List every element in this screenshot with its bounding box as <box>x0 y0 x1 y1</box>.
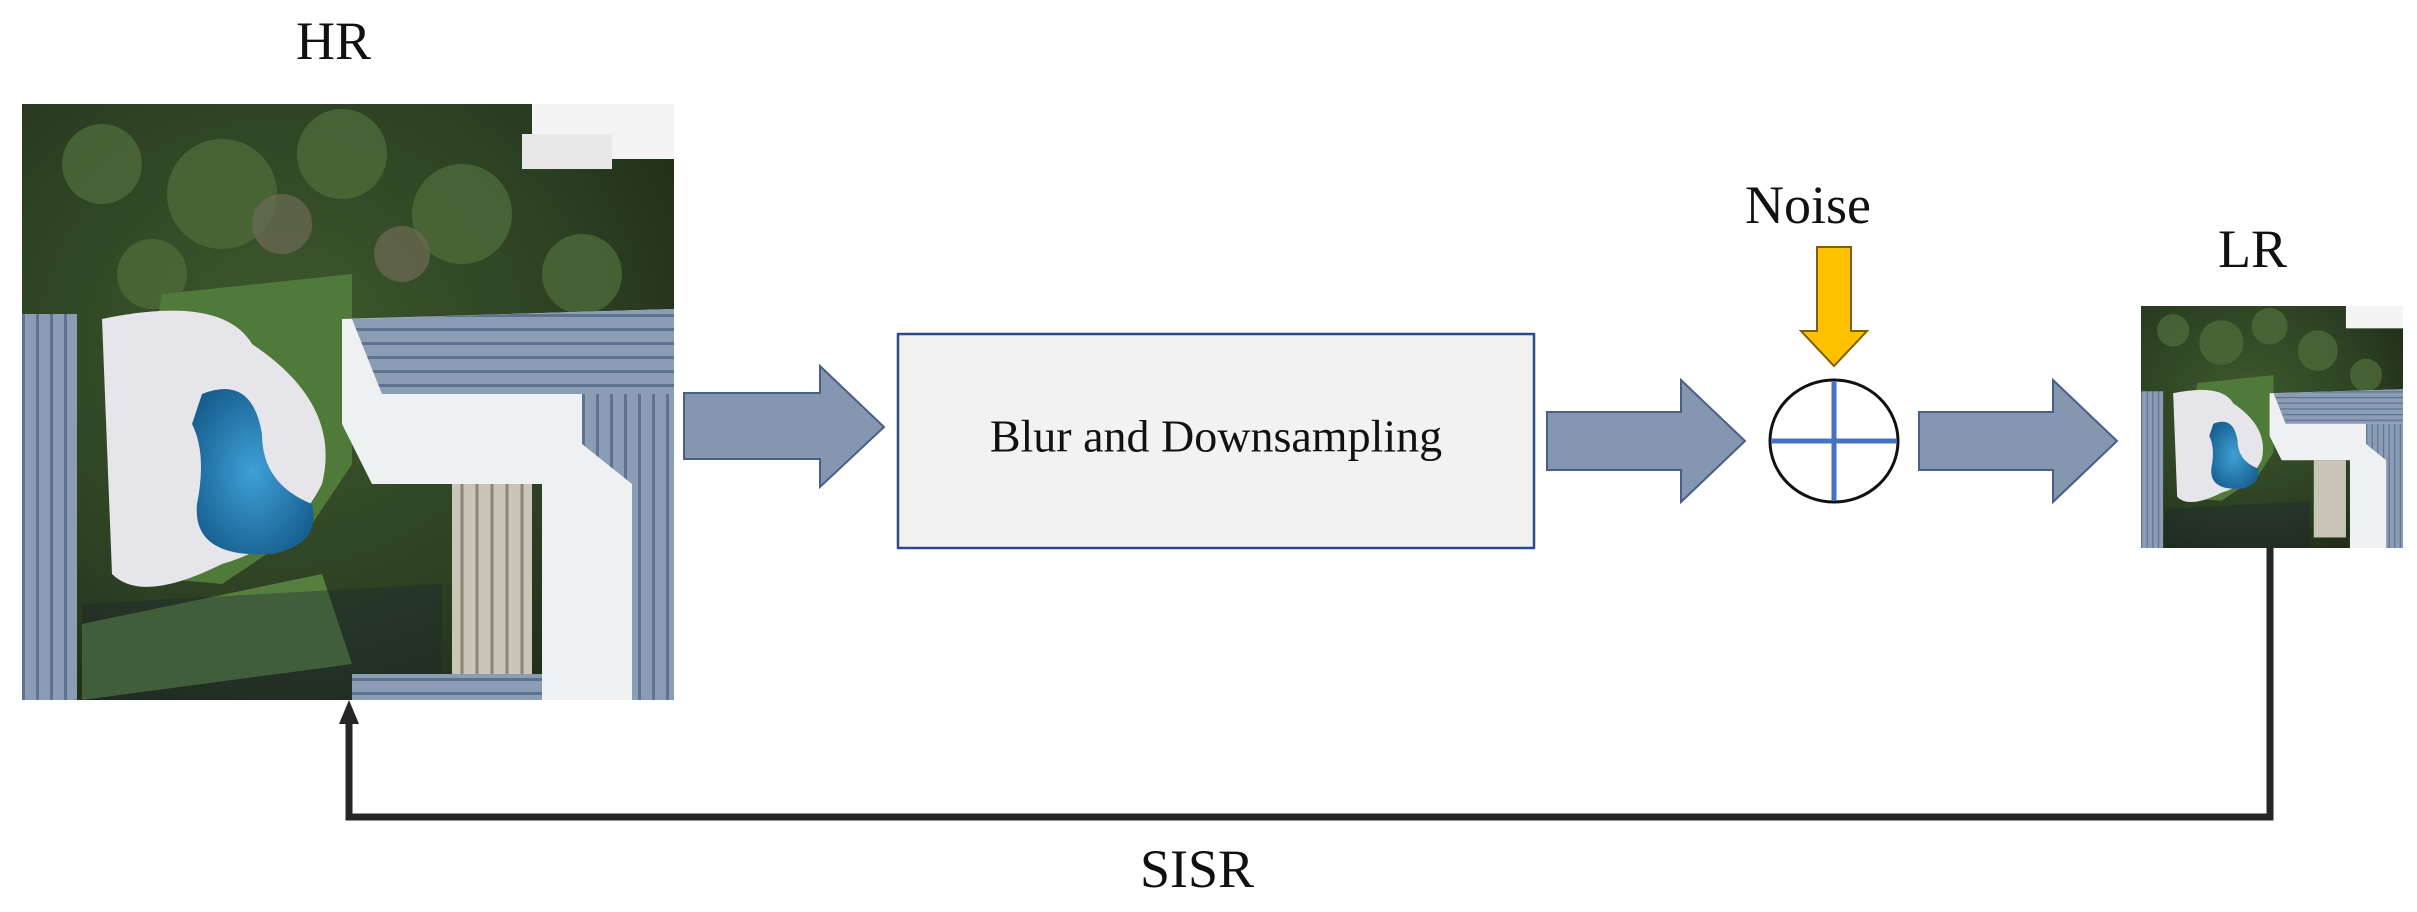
circle-plus-icon <box>1768 378 1900 504</box>
block-arrow-2 <box>1546 377 1747 505</box>
lr-image <box>2141 306 2403 548</box>
sisr-feedback-arrow <box>345 548 2274 821</box>
noise-label: Noise <box>1745 175 1871 235</box>
blur-downsampling-label: Blur and Downsampling <box>990 411 1442 462</box>
sisr-arrowhead <box>339 700 359 724</box>
block-arrow-1 <box>683 363 886 490</box>
block-arrow-3 <box>1918 377 2119 505</box>
lr-label: LR <box>2218 219 2288 279</box>
noise-arrow <box>1798 246 1870 368</box>
hr-label: HR <box>296 11 372 71</box>
sisr-label: SISR <box>1140 839 1255 899</box>
blur-downsampling-box <box>896 332 1536 550</box>
hr-image <box>22 104 674 700</box>
